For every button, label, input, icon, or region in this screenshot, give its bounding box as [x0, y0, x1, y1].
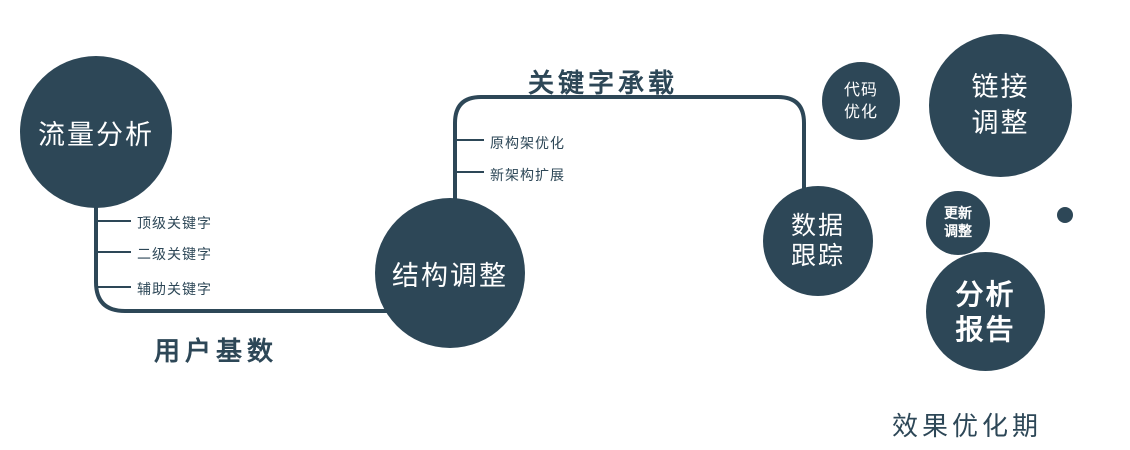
node-data-tracking-label-line2: 跟踪 [790, 241, 845, 270]
node-structure-adjustment: 结构调整 [375, 198, 525, 348]
branch-label-original-arch: 原构架优化 [490, 136, 565, 152]
node-code-optimization-label-line1: 代码 [843, 80, 878, 100]
branch-label-new-arch: 新架构扩展 [490, 168, 565, 184]
connector-traffic-structure [94, 195, 395, 313]
node-update-adjustment: 更新 调整 [926, 191, 990, 255]
dot-marker [1057, 207, 1073, 223]
node-traffic-analysis: 流量分析 [20, 56, 172, 208]
node-update-adjustment-label-line2: 调整 [944, 224, 972, 240]
label-effect-optimization-period: 效果优化期 [892, 412, 1043, 442]
node-analysis-report-label-line1: 分析 [955, 277, 1016, 311]
node-link-adjustment-label-line2: 调整 [971, 107, 1030, 139]
node-data-tracking: 数据 跟踪 [763, 186, 873, 296]
node-link-adjustment-label-line1: 链接 [971, 72, 1030, 104]
node-code-optimization-label-line2: 优化 [843, 102, 878, 121]
edge-label-user-base: 用户基数 [154, 337, 279, 367]
node-link-adjustment: 链接 调整 [929, 34, 1072, 177]
branch-label-top-keyword: 顶级关键字 [137, 216, 212, 232]
edge-label-keyword-carry: 关键字承载 [528, 69, 679, 99]
node-traffic-analysis-label: 流量分析 [38, 119, 154, 151]
node-analysis-report: 分析 报告 [926, 252, 1045, 371]
node-data-tracking-label-line1: 数据 [790, 211, 845, 240]
node-code-optimization: 代码 优化 [822, 62, 900, 140]
node-update-adjustment-label-line1: 更新 [944, 205, 972, 222]
branch-label-second-keyword: 二级关键字 [137, 247, 212, 263]
node-analysis-report-label-line2: 报告 [955, 312, 1016, 346]
branch-label-aux-keyword: 辅助关键字 [137, 282, 212, 298]
node-structure-adjustment-label: 结构调整 [392, 260, 508, 292]
connector-structure-tracking [453, 95, 806, 206]
